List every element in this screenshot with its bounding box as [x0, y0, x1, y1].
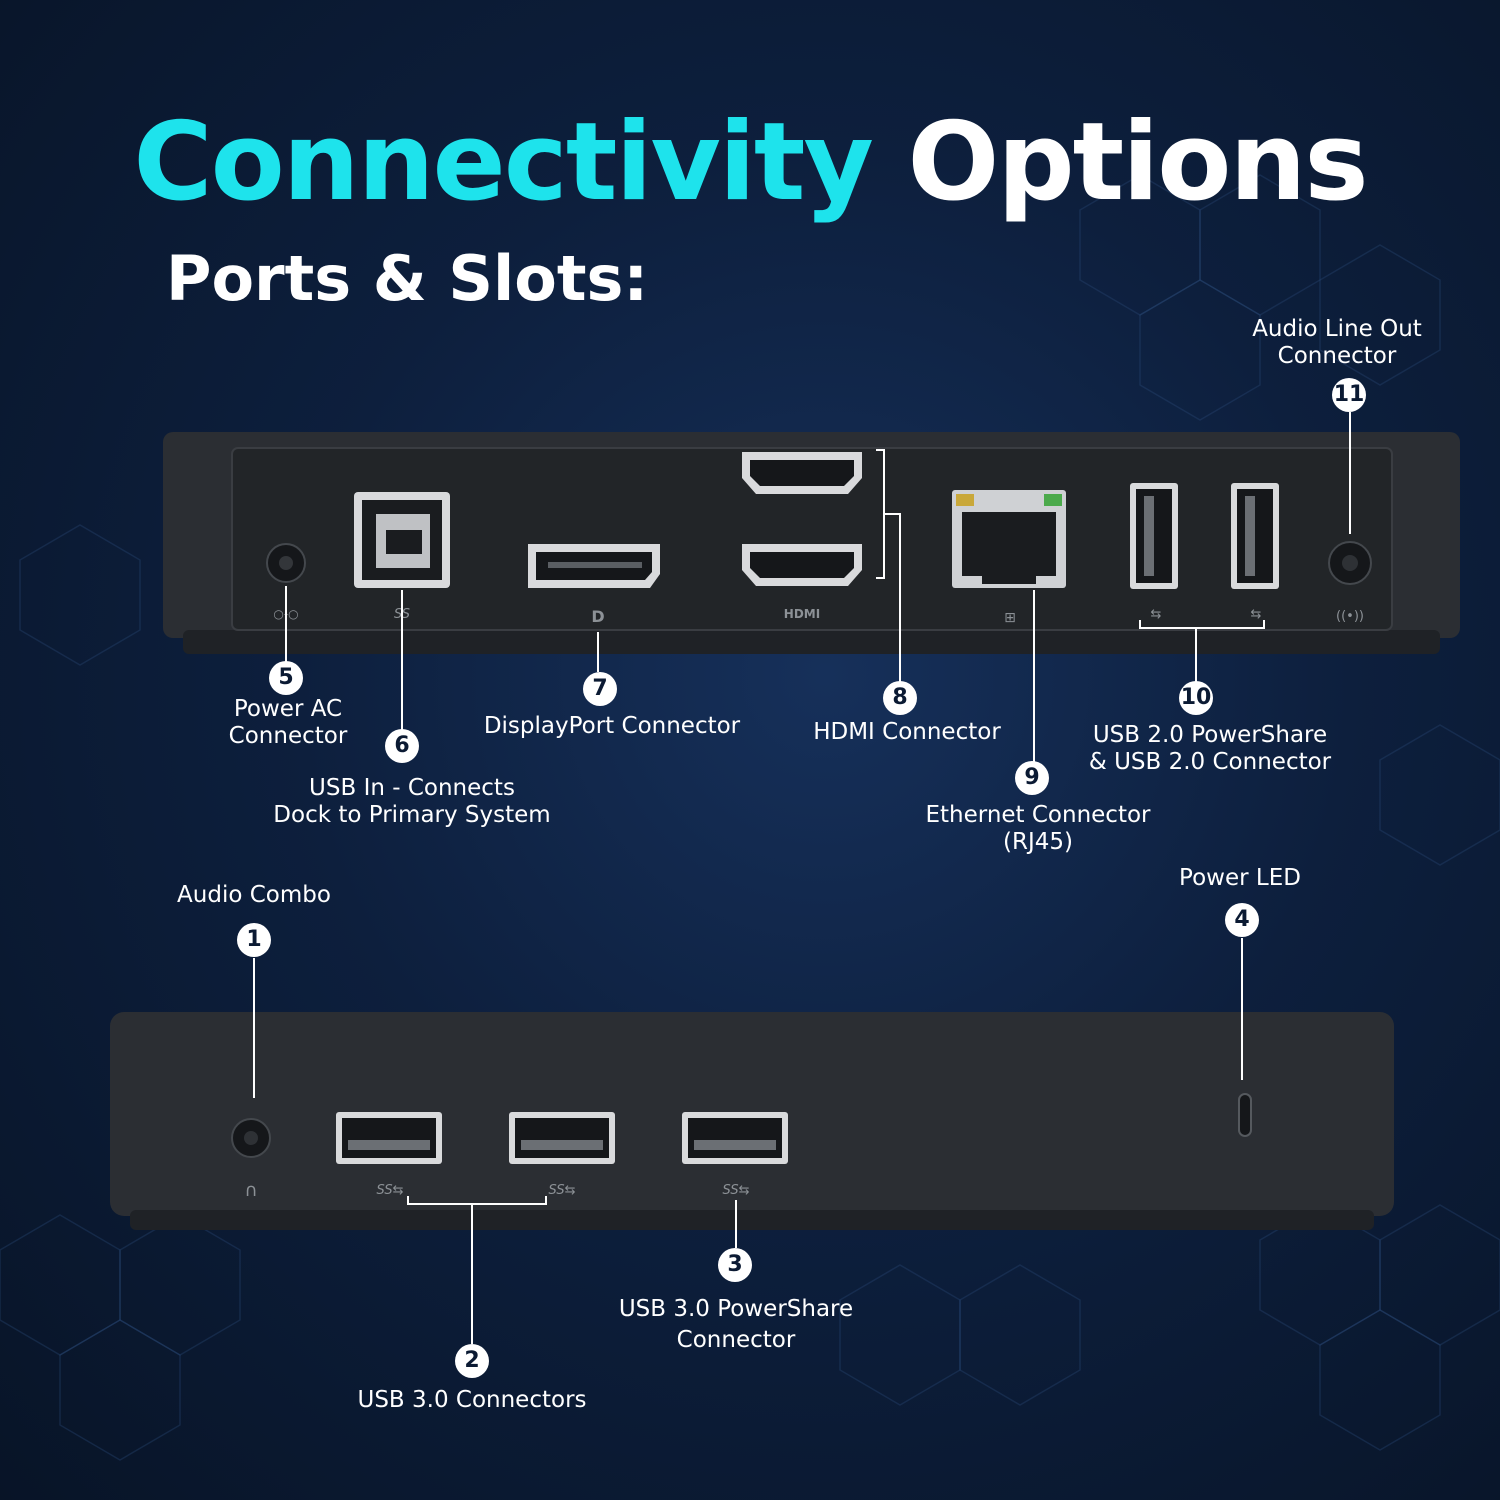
power-led-icon — [1238, 1093, 1252, 1137]
callout-badge-10: 10 — [1179, 681, 1213, 715]
svg-text:⇆: ⇆ — [1151, 607, 1162, 622]
hdmi-mark: HDMI — [784, 607, 820, 621]
page-subtitle: Ports & Slots: — [166, 242, 649, 315]
label-audio-line-out: Audio Line Out Connector — [1216, 316, 1458, 370]
callout-badge-4: 4 — [1225, 903, 1259, 937]
svg-text:SS⇆: SS⇆ — [377, 1183, 404, 1198]
callout-badge-6: 6 — [385, 729, 419, 763]
svg-text:⊞: ⊞ — [1004, 610, 1016, 626]
page-title: Connectivity Options — [0, 100, 1500, 225]
callout-badge-5: 5 — [269, 661, 303, 695]
label-ethernet: Ethernet Connector (RJ45) — [898, 802, 1178, 856]
label-usb-2: USB 2.0 PowerShare & USB 2.0 Connector — [1060, 722, 1360, 776]
label-displayport: DisplayPort Connector — [452, 713, 772, 740]
label-usb-3: USB 3.0 Connectors — [322, 1387, 622, 1414]
label-usb-3-powershare-text: USB 3.0 PowerShare Connector — [618, 1296, 854, 1353]
svg-text:D: D — [591, 607, 604, 626]
label-audio-combo: Audio Combo — [134, 882, 374, 909]
label-usb-in: USB In - Connects Dock to Primary System — [252, 775, 572, 829]
leader-lines — [253, 412, 1351, 1344]
audio-line-out-port-icon: ((•)) — [1328, 541, 1372, 624]
callout-badge-9: 9 — [1015, 761, 1049, 795]
usb-2-port-icon: ⇆ ⇆ — [1130, 483, 1279, 622]
svg-text:⇆: ⇆ — [1251, 607, 1262, 622]
usb-in-port-icon: SS — [354, 492, 450, 622]
label-usb-3-powershare: USB 3.0 PowerShare Connector — [586, 1294, 886, 1356]
callout-badge-7: 7 — [583, 672, 617, 706]
callout-badge-11: 11 — [1332, 378, 1366, 412]
title-rest: Options — [907, 100, 1369, 225]
callout-badge-1: 1 — [237, 923, 271, 957]
label-hdmi: HDMI Connector — [787, 719, 1027, 746]
svg-text:SS⇆: SS⇆ — [549, 1183, 576, 1198]
label-usb-in-text: USB In - Connects Dock to Primary System — [273, 775, 551, 828]
label-audio-combo-text: Audio Combo — [177, 882, 331, 908]
label-power-led-text: Power LED — [1179, 865, 1301, 891]
audio-combo-port-icon: ∩ — [231, 1118, 271, 1201]
label-power-ac-text: Power AC Connector — [228, 696, 348, 749]
callout-badge-3: 3 — [718, 1248, 752, 1282]
callout-badge-8: 8 — [883, 681, 917, 715]
svg-text:((•)): ((•)) — [1336, 609, 1364, 624]
power-ac-port-icon: ○-○ — [266, 543, 306, 621]
label-ethernet-text: Ethernet Connector (RJ45) — [925, 802, 1151, 855]
svg-text:∩: ∩ — [244, 1180, 257, 1201]
label-displayport-text: DisplayPort Connector — [483, 713, 741, 739]
usb-3-port-icon: SS⇆ SS⇆ SS⇆ — [336, 1112, 788, 1198]
label-power-ac: Power AC Connector — [188, 696, 388, 750]
label-usb-3-text: USB 3.0 Connectors — [357, 1387, 587, 1413]
displayport-port-icon: D — [528, 544, 660, 626]
label-hdmi-text: HDMI Connector — [813, 719, 1001, 745]
hdmi-port-icon: HDMI — [742, 452, 862, 621]
title-accent: Connectivity — [133, 100, 874, 225]
ethernet-port-icon: ⊞ — [952, 490, 1066, 626]
label-power-led: Power LED — [1130, 865, 1350, 892]
callout-badge-2: 2 — [455, 1344, 489, 1378]
label-audio-line-out-text: Audio Line Out Connector — [1252, 316, 1422, 369]
svg-text:SS⇆: SS⇆ — [723, 1183, 750, 1198]
label-usb-2-text: USB 2.0 PowerShare & USB 2.0 Connector — [1088, 722, 1332, 775]
